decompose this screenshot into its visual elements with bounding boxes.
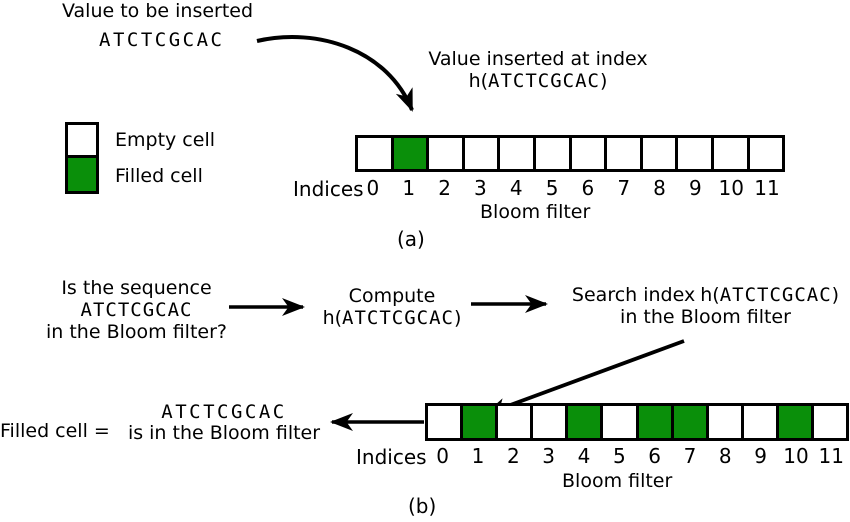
bloom-cell-1-filled	[460, 403, 499, 441]
index-label-3: 3	[542, 444, 556, 468]
bloom-cell-0-empty	[425, 403, 464, 441]
question-line3: in the Bloom filter?	[46, 321, 227, 343]
bloom-cell-0-empty	[355, 135, 394, 172]
legend-filled-label: Filled cell	[115, 165, 203, 187]
compute-block: Compute h(ATCTCGCAC)	[315, 285, 469, 329]
bloom-cell-5-empty	[532, 135, 572, 172]
bloom-cell-9-empty	[675, 135, 714, 172]
index-label-10: 10	[718, 176, 744, 200]
bloom-cell-8-empty	[705, 403, 744, 441]
question-value: ATCTCGCAC	[80, 299, 193, 321]
index-label-6: 6	[648, 444, 661, 468]
index-label-8: 8	[718, 444, 732, 468]
legend-empty-row: Empty cell	[65, 122, 215, 158]
index-label-11: 11	[754, 176, 780, 200]
index-label-9: 9	[689, 176, 702, 200]
indices-label-a: Indices	[293, 177, 364, 201]
legend-empty-label: Empty cell	[115, 129, 216, 151]
question-line1: Is the sequence	[61, 277, 212, 299]
bloom-cell-8-empty	[639, 135, 679, 172]
question-block: Is the sequence ATCTCGCAC in the Bloom f…	[27, 277, 246, 343]
insert-curved-arrow	[256, 35, 414, 112]
inserted-at-label: Value inserted at index h(ATCTCGCAC)	[420, 48, 656, 92]
search-line2: in the Bloom filter	[620, 306, 791, 328]
index-label-8: 8	[653, 176, 666, 200]
bloom-cell-3-empty	[461, 135, 501, 172]
index-label-10: 10	[783, 444, 809, 468]
bloom-filter-array-a	[355, 135, 786, 172]
array-caption-a: Bloom filter	[480, 201, 591, 223]
compute-hash: h(ATCTCGCAC)	[322, 307, 462, 329]
bloom-cell-9-empty	[740, 403, 779, 441]
index-label-6: 6	[581, 176, 595, 200]
index-label-4: 4	[509, 176, 523, 200]
filled-cell-swatch	[65, 155, 99, 194]
insert-value: ATCTCGCAC	[99, 29, 225, 51]
inserted-at-line1: Value inserted at index	[428, 48, 648, 70]
index-label-2: 2	[506, 444, 520, 468]
array-caption-b: Bloom filter	[562, 470, 673, 492]
index-label-3: 3	[474, 176, 487, 200]
bloom-cell-7-filled	[670, 403, 709, 441]
part-label-b: (b)	[408, 494, 437, 518]
compute-line1: Compute	[348, 285, 436, 307]
bloom-cell-6-empty	[568, 135, 608, 172]
index-label-5: 5	[545, 176, 559, 200]
bloom-cell-6-filled	[635, 403, 674, 441]
bloom-cell-3-empty	[530, 403, 569, 441]
result-prefix: Filled cell =	[0, 420, 110, 442]
bloom-cell-4-filled	[565, 403, 604, 441]
index-label-7: 7	[683, 444, 697, 468]
result-block: ATCTCGCAC is in the Bloom filter	[119, 402, 329, 444]
index-label-4: 4	[577, 444, 591, 468]
index-label-0: 0	[366, 176, 380, 200]
indices-label-b: Indices	[356, 445, 427, 469]
bloom-cell-10-filled	[775, 403, 815, 441]
bloom-filter-array-b	[425, 403, 850, 441]
index-label-1: 1	[471, 444, 485, 468]
inserted-at-hash: h(ATCTCGCAC)	[468, 70, 608, 92]
legend-filled-row: Filled cell	[65, 155, 215, 194]
index-label-2: 2	[438, 176, 451, 200]
bloom-cell-4-empty	[497, 135, 536, 172]
bloom-cell-7-empty	[604, 135, 643, 172]
bloom-cell-2-empty	[495, 403, 534, 441]
empty-cell-swatch	[65, 122, 99, 158]
index-label-11: 11	[818, 444, 844, 468]
bloom-cell-1-filled	[390, 135, 430, 172]
bloom-cell-11-empty	[746, 135, 786, 172]
bloom-cell-5-empty	[600, 403, 639, 441]
part-label-a: (a)	[397, 227, 425, 251]
insert-label: Value to be inserted	[62, 0, 254, 22]
index-label-9: 9	[754, 444, 767, 468]
legend: Empty cell Filled cell	[65, 122, 215, 194]
index-label-5: 5	[612, 444, 626, 468]
bloom-cell-11-empty	[811, 403, 850, 441]
bloom-cell-10-empty	[710, 135, 750, 172]
result-line2: is in the Bloom filter	[127, 422, 321, 444]
index-label-0: 0	[436, 444, 450, 468]
result-value: ATCTCGCAC	[161, 401, 287, 423]
index-label-7: 7	[617, 176, 631, 200]
index-label-1: 1	[402, 176, 416, 200]
bloom-cell-2-empty	[426, 135, 465, 172]
